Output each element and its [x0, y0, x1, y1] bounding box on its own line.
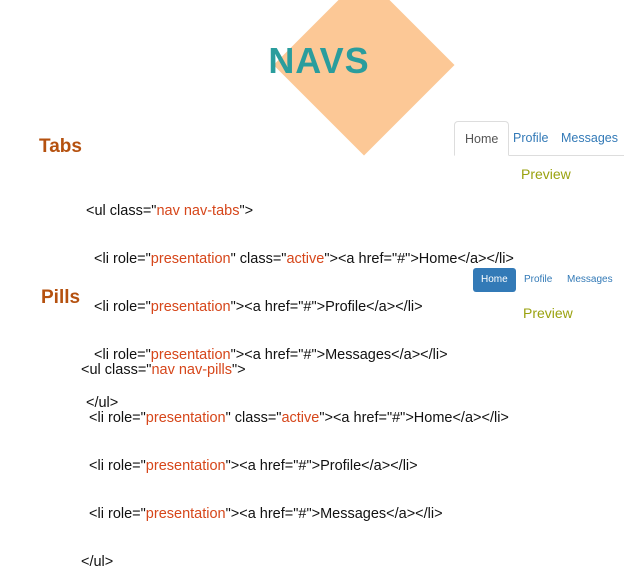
- code-line: <li role="presentation" class="active"><…: [81, 410, 509, 426]
- code-line: <li role="presentation"><a href="#">Mess…: [81, 506, 443, 522]
- code-line: </ul>: [81, 554, 114, 570]
- tab-profile[interactable]: Profile: [513, 131, 549, 145]
- pill-home[interactable]: Home: [473, 268, 516, 292]
- tabs-preview: Home Profile Messages: [454, 121, 624, 156]
- code-line: <li role="presentation"><a href="#">Prof…: [81, 458, 418, 474]
- code-line: <li role="presentation"><a href="#">Prof…: [86, 299, 423, 315]
- code-line: <ul class="nav nav-pills">: [81, 362, 246, 378]
- tab-home[interactable]: Home: [454, 121, 510, 156]
- code-line: <li role="presentation" class="active"><…: [86, 251, 514, 267]
- code-line: </ul>: [86, 395, 119, 411]
- pill-messages[interactable]: Messages: [567, 274, 613, 285]
- page-title: NAVS: [268, 40, 370, 81]
- code-line: <ul class="nav nav-tabs">: [86, 203, 254, 219]
- tabs-preview-label: Preview: [521, 166, 571, 182]
- tabs-code-block: <ul class="nav nav-tabs"> <li role="pres…: [86, 171, 514, 427]
- tab-messages[interactable]: Messages: [561, 131, 618, 145]
- tabs-heading: Tabs: [39, 136, 82, 157]
- pills-heading: Pills: [41, 287, 81, 308]
- pill-profile[interactable]: Profile: [524, 274, 553, 285]
- pills-code-block: <ul class="nav nav-pills"> <li role="pre…: [81, 330, 509, 586]
- code-line: <li role="presentation"><a href="#">Mess…: [86, 347, 448, 363]
- pills-preview-label: Preview: [523, 305, 573, 321]
